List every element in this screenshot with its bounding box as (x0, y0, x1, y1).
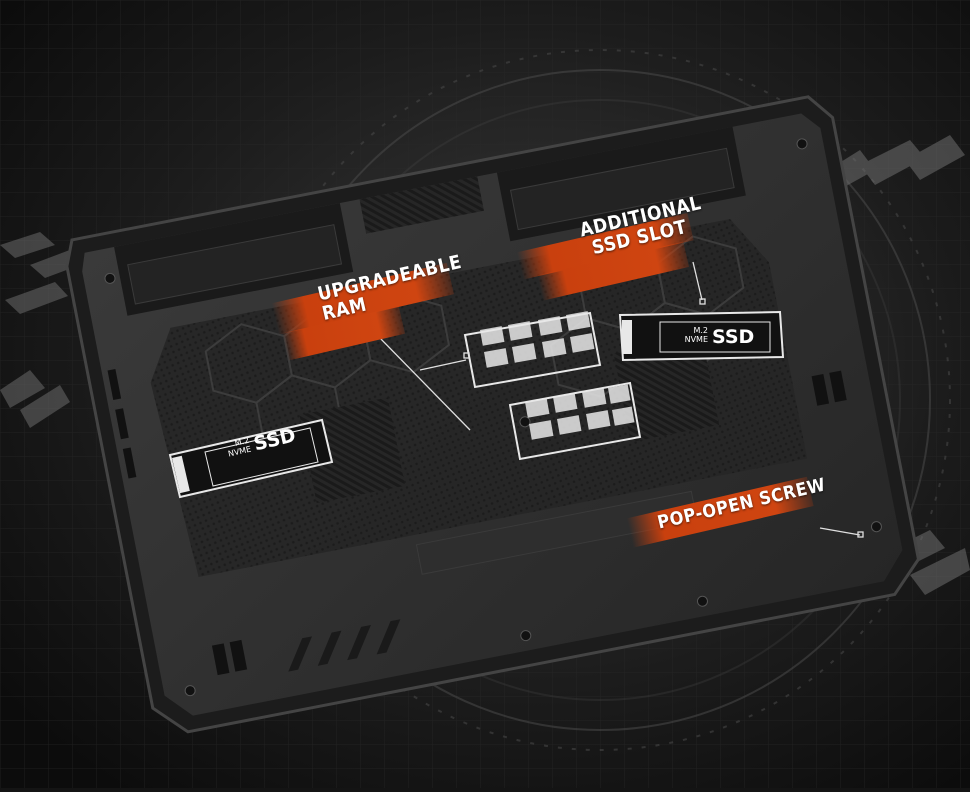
ssd-right-big: SSD (712, 326, 755, 348)
ram-module-bottom (508, 381, 642, 461)
ssd-left-big: SSD (251, 424, 298, 456)
ssd-right-text: M.2 NVME SSD (672, 324, 782, 354)
ssd-left-card (168, 418, 334, 499)
ssd-right-card (618, 310, 785, 362)
ssd-right-line1: M.2 (693, 326, 708, 335)
ssd-right-line2: NVME (684, 334, 708, 344)
